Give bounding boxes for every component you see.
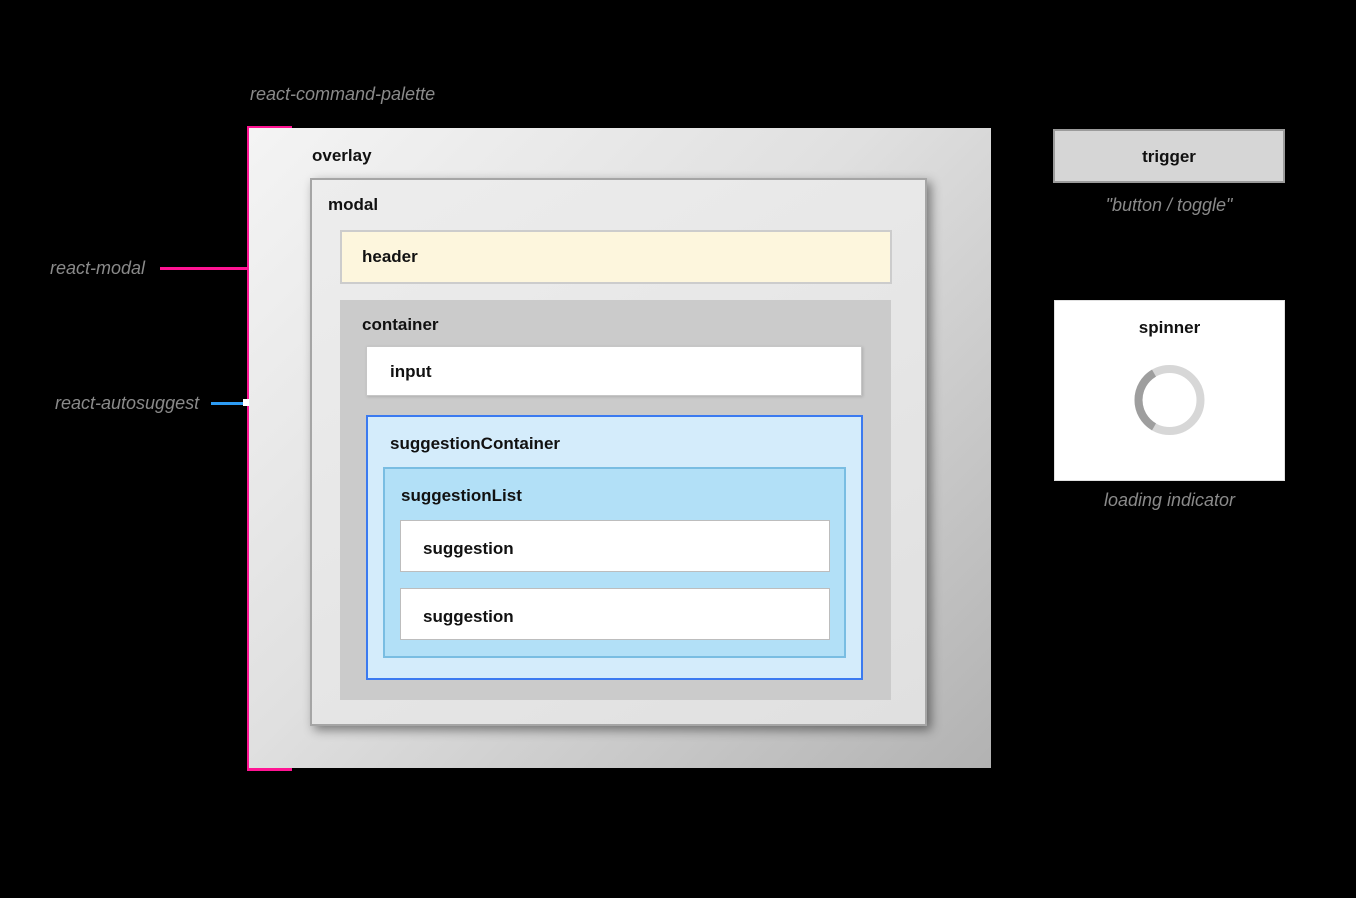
spinner-caption: loading indicator bbox=[1103, 490, 1236, 510]
react-modal-label: react-modal bbox=[50, 258, 146, 278]
suggestion-item: suggestion bbox=[400, 520, 830, 572]
suggestion-item-label: suggestion bbox=[423, 607, 514, 626]
container-label: container bbox=[362, 315, 439, 334]
suggestion-item-label: suggestion bbox=[423, 539, 514, 558]
react-autosuggest-label: react-autosuggest bbox=[55, 393, 200, 413]
suggestion-list-label: suggestionList bbox=[401, 486, 522, 505]
spinner-icon bbox=[1134, 365, 1205, 435]
modal-label: modal bbox=[328, 195, 379, 214]
package-title: react-command-palette bbox=[250, 84, 436, 104]
input-label: input bbox=[390, 362, 432, 381]
connector-anchor-dot bbox=[243, 399, 250, 406]
suggestion-container-label: suggestionContainer bbox=[390, 434, 561, 453]
trigger-caption: "button / toggle" bbox=[1105, 195, 1233, 215]
header-label: header bbox=[362, 247, 418, 266]
react-modal-bracket-tip-top bbox=[247, 126, 292, 129]
react-modal-bracket-tip-bottom bbox=[247, 768, 292, 771]
trigger-box: trigger bbox=[1053, 129, 1285, 183]
react-modal-connector-line bbox=[160, 267, 249, 270]
trigger-label: trigger bbox=[1142, 146, 1196, 166]
react-modal-bracket-line bbox=[247, 126, 250, 771]
suggestion-item: suggestion bbox=[400, 588, 830, 640]
input-box bbox=[366, 346, 862, 396]
spinner-label: spinner bbox=[1138, 318, 1201, 337]
spinner-box bbox=[1054, 300, 1285, 481]
overlay-label: overlay bbox=[312, 146, 372, 165]
react-autosuggest-connector-line bbox=[211, 402, 273, 405]
header-box bbox=[340, 230, 892, 284]
